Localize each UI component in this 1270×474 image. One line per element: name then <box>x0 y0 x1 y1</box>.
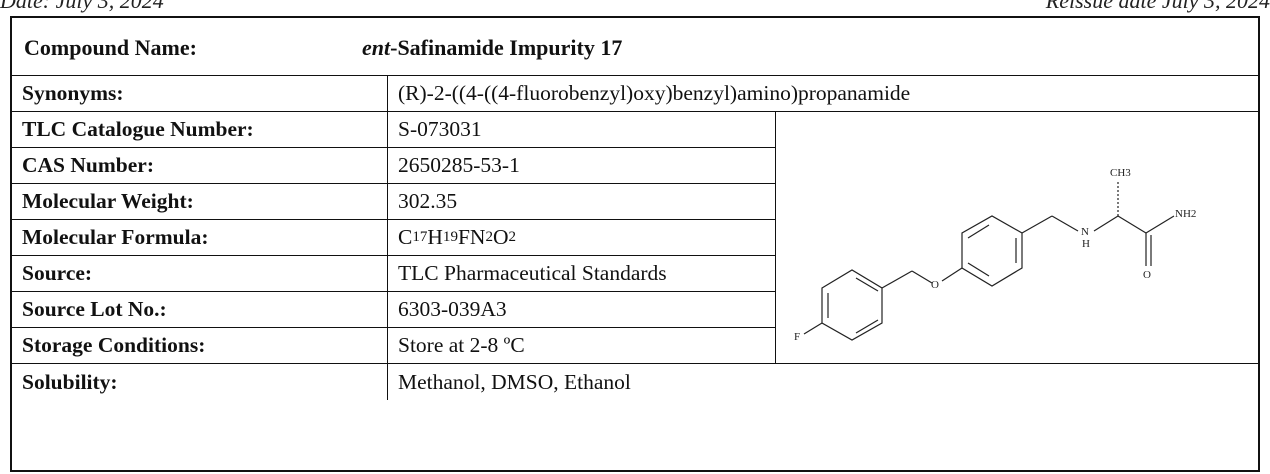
compound-name-prefix: ent <box>362 35 391 60</box>
compound-name-row: Compound Name: ent-Safinamide Impurity 1… <box>12 18 1258 76</box>
amine-n-label: N <box>1081 226 1089 238</box>
cas-number-value: 2650285-53-1 <box>388 148 776 184</box>
source-lot-label: Source Lot No.: <box>12 292 388 328</box>
phenylene-ring <box>961 214 1023 287</box>
amide-nh2-label: NH2 <box>1175 208 1196 220</box>
compound-name-value: ent-Safinamide Impurity 17 <box>362 35 622 61</box>
solubility-value: Methanol, DMSO, Ethanol <box>398 369 631 394</box>
ether-oxygen-label: O <box>931 279 939 291</box>
compound-name-label: Compound Name: <box>24 35 197 60</box>
methyl-group-label: CH3 <box>1110 167 1131 179</box>
molecular-weight-label: Molecular Weight: <box>12 184 388 220</box>
page-header-strip: Date: July 3, 2024 Reissue date July 3, … <box>0 0 1270 13</box>
chemical-structure-drawing: F O N H CH3 O NH2 <box>794 167 1196 343</box>
amine-h-label: H <box>1082 238 1090 250</box>
source-lot-value: 6303-039A3 <box>388 292 776 328</box>
storage-conditions-label: Storage Conditions: <box>12 328 388 364</box>
synonyms-value: (R)-2-((4-((4-fluorobenzyl)oxy)benzyl)am… <box>388 76 1258 112</box>
storage-conditions-value: Store at 2-8 ºC <box>388 328 776 364</box>
catalogue-number-label: TLC Catalogue Number: <box>12 112 388 148</box>
solubility-label: Solubility: <box>12 364 388 400</box>
chemical-structure-cell: F O N H CH3 O NH2 <box>776 112 1258 364</box>
cas-number-label: CAS Number: <box>12 148 388 184</box>
carbonyl-oxygen-label: O <box>1143 269 1151 281</box>
fluorine-atom-label: F <box>794 331 800 343</box>
fluorophenyl-ring <box>821 268 883 341</box>
reissue-date: Reissue date July 3, 2024 <box>1045 0 1270 13</box>
catalogue-number-value: S-073031 <box>388 112 776 148</box>
molecular-formula-label: Molecular Formula: <box>12 220 388 256</box>
molecular-weight-value: 302.35 <box>388 184 776 220</box>
source-label: Source: <box>12 256 388 292</box>
synonyms-label: Synonyms: <box>12 76 388 112</box>
product-info-table: Compound Name: ent-Safinamide Impurity 1… <box>10 16 1260 472</box>
source-value: TLC Pharmaceutical Standards <box>388 256 776 292</box>
document-date: Date: July 3, 2024 <box>0 0 164 13</box>
compound-name-text: -Safinamide Impurity 17 <box>390 35 623 60</box>
